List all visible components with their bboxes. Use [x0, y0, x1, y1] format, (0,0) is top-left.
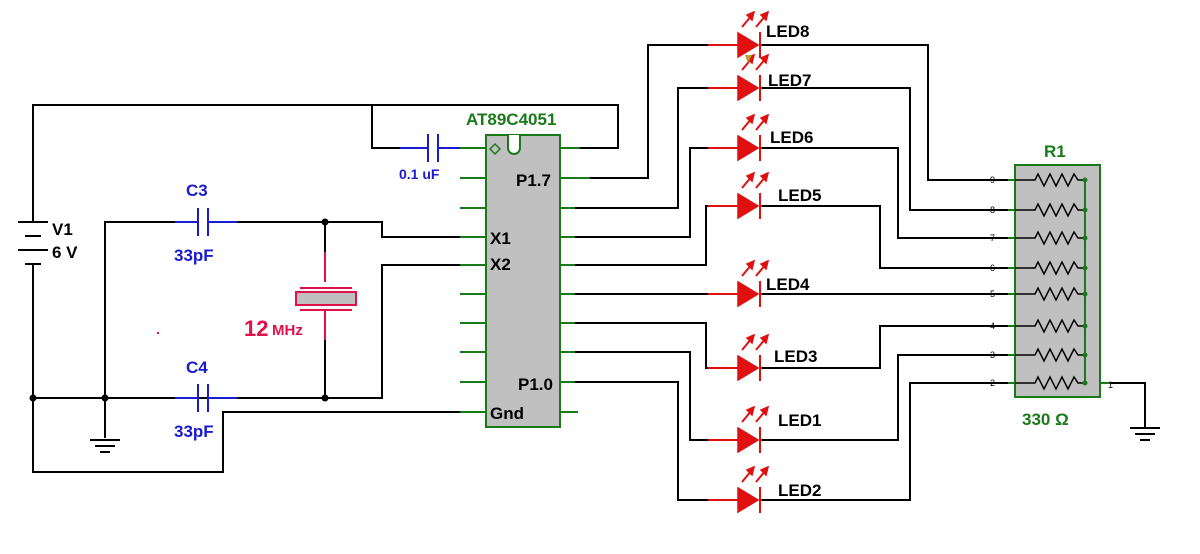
r1-body	[1014, 164, 1101, 398]
battery-voltage: 6 V	[52, 243, 78, 262]
r1-pin-number: 7	[990, 233, 995, 243]
led-label: LED2	[778, 481, 821, 500]
capacitor-c3: C3 33pF	[174, 181, 238, 265]
r1-pin-number: 2	[990, 378, 995, 388]
stray-mark	[157, 332, 159, 334]
led: LED1	[708, 405, 821, 454]
resistor-element: 3	[990, 347, 1088, 363]
pin-label-x1: X1	[490, 229, 511, 248]
c3-value: 33pF	[174, 246, 214, 265]
resistor-element: 2	[990, 375, 1088, 391]
led-triangle	[737, 280, 760, 308]
led-label: LED6	[770, 128, 813, 147]
mcu-at89c4051: AT89C4051 P1.7 X1 X2 P1.0 Gnd	[460, 110, 590, 428]
mcu-body	[485, 134, 561, 428]
r1-common-pin: 1	[1108, 380, 1113, 390]
resistor-network-r1: 9 8 7 6 5 4 3 2 R1 330 Ω 1	[990, 142, 1113, 429]
r1-value: 330 Ω	[1022, 410, 1069, 429]
junction-dots	[29, 218, 329, 402]
resistor-element: 8	[990, 202, 1088, 218]
c3-name: C3	[186, 181, 208, 200]
battery-name: V1	[52, 220, 73, 239]
pin-label-gnd: Gnd	[490, 404, 524, 423]
led: LED7	[708, 53, 811, 102]
pin-label-x2: X2	[490, 255, 511, 274]
led: LED6	[708, 113, 813, 162]
r1-pin-number: 3	[990, 350, 995, 360]
c4-value: 33pF	[174, 422, 214, 441]
capacitor-c4: C4 33pF	[174, 358, 238, 441]
r1-pin-number: 8	[990, 205, 995, 215]
crystal-12mhz: 12 MHz	[157, 252, 357, 341]
r1-pin-number: 5	[990, 289, 995, 299]
resistor-element: 7	[990, 230, 1088, 246]
led-triangle	[737, 426, 760, 454]
led-label: LED3	[774, 347, 817, 366]
wires	[32, 44, 1146, 501]
pin1-marker	[488, 142, 502, 156]
decoupling-cap-value: 0.1 uF	[399, 166, 440, 182]
led-triangle	[737, 486, 760, 514]
led-label: LED7	[768, 71, 811, 90]
led: LED3	[708, 333, 817, 382]
led-triangle	[737, 192, 760, 220]
led: LED2	[708, 465, 821, 514]
resistor-element: 6	[990, 260, 1088, 276]
crystal-value-num: 12	[244, 316, 268, 341]
ground-symbol-right	[1130, 427, 1160, 441]
junction-dot	[321, 394, 329, 402]
led-label: LED8	[766, 22, 809, 41]
r1-pin-number: 4	[990, 321, 995, 331]
led: LED5	[708, 171, 821, 220]
battery-v1: V1 6 V	[18, 214, 78, 272]
led-label: LED5	[778, 186, 821, 205]
crystal-value-unit: MHz	[272, 322, 303, 339]
r1-pin-number: 9	[990, 175, 995, 185]
r1-pin-number: 6	[990, 263, 995, 273]
junction-dot	[321, 218, 329, 226]
led-triangle	[737, 31, 760, 59]
resistor-element: 9	[990, 172, 1088, 188]
led-triangle	[737, 354, 760, 382]
junction-dot	[101, 394, 109, 402]
mcu-notch	[507, 135, 521, 155]
resistor-element: 5	[990, 286, 1088, 302]
capacitor-decoupling: 0.1 uF	[399, 134, 462, 182]
led: LED4	[708, 259, 810, 308]
ground-symbol-left	[90, 439, 120, 453]
led-triangle	[737, 134, 760, 162]
mcu-name: AT89C4051	[466, 110, 556, 129]
pin-label-p17: P1.7	[516, 171, 551, 190]
led-label: LED1	[778, 411, 821, 430]
r1-name: R1	[1044, 142, 1066, 161]
led-triangle	[737, 74, 760, 102]
resistor-element: 4	[990, 318, 1088, 334]
stray-mark	[745, 55, 752, 63]
junction-dot	[29, 394, 37, 402]
led-label: LED4	[766, 275, 810, 294]
led: LED8	[708, 10, 809, 59]
pin-label-p10: P1.0	[518, 375, 553, 394]
c4-name: C4	[186, 358, 208, 377]
